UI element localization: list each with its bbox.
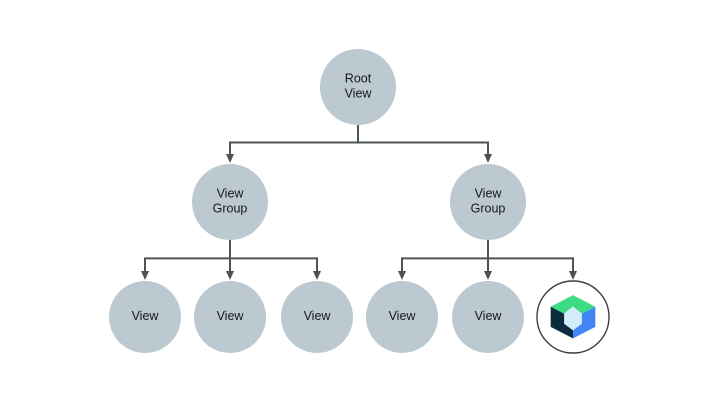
edge-root-to-group-right (357, 125, 492, 163)
node-circle (366, 281, 438, 353)
node-label: View (217, 309, 245, 323)
node-circle (450, 164, 526, 240)
edge-root-to-group-left (226, 125, 359, 163)
view-leaf-5[interactable]: View (452, 281, 524, 353)
edge-group-right-to-leaf-4 (398, 240, 489, 280)
node-label: View (389, 309, 417, 323)
node-circle (194, 281, 266, 353)
logo-left-face (550, 306, 573, 339)
logo-right-face (573, 306, 596, 339)
view-leaf-3[interactable]: View (281, 281, 353, 353)
view-leaf-2[interactable]: View (194, 281, 266, 353)
node-circle (281, 281, 353, 353)
edge-group-left-to-leaf-1 (141, 240, 231, 280)
compose-logo-node[interactable] (536, 280, 610, 354)
logo-center-hexagon (564, 306, 582, 331)
node-circle (192, 164, 268, 240)
node-circle (452, 281, 524, 353)
jetpack-compose-logo (550, 295, 596, 339)
node-label: View (475, 309, 503, 323)
node-label: View (132, 309, 160, 323)
connector-layer (141, 125, 577, 280)
view-leaf-4[interactable]: View (366, 281, 438, 353)
node-label: View (304, 309, 332, 323)
edge-group-right-to-logo (487, 240, 577, 280)
node-circle (109, 281, 181, 353)
view-leaf-1[interactable]: View (109, 281, 181, 353)
node-circle (320, 49, 396, 125)
edge-group-left-to-leaf-3 (229, 240, 321, 280)
